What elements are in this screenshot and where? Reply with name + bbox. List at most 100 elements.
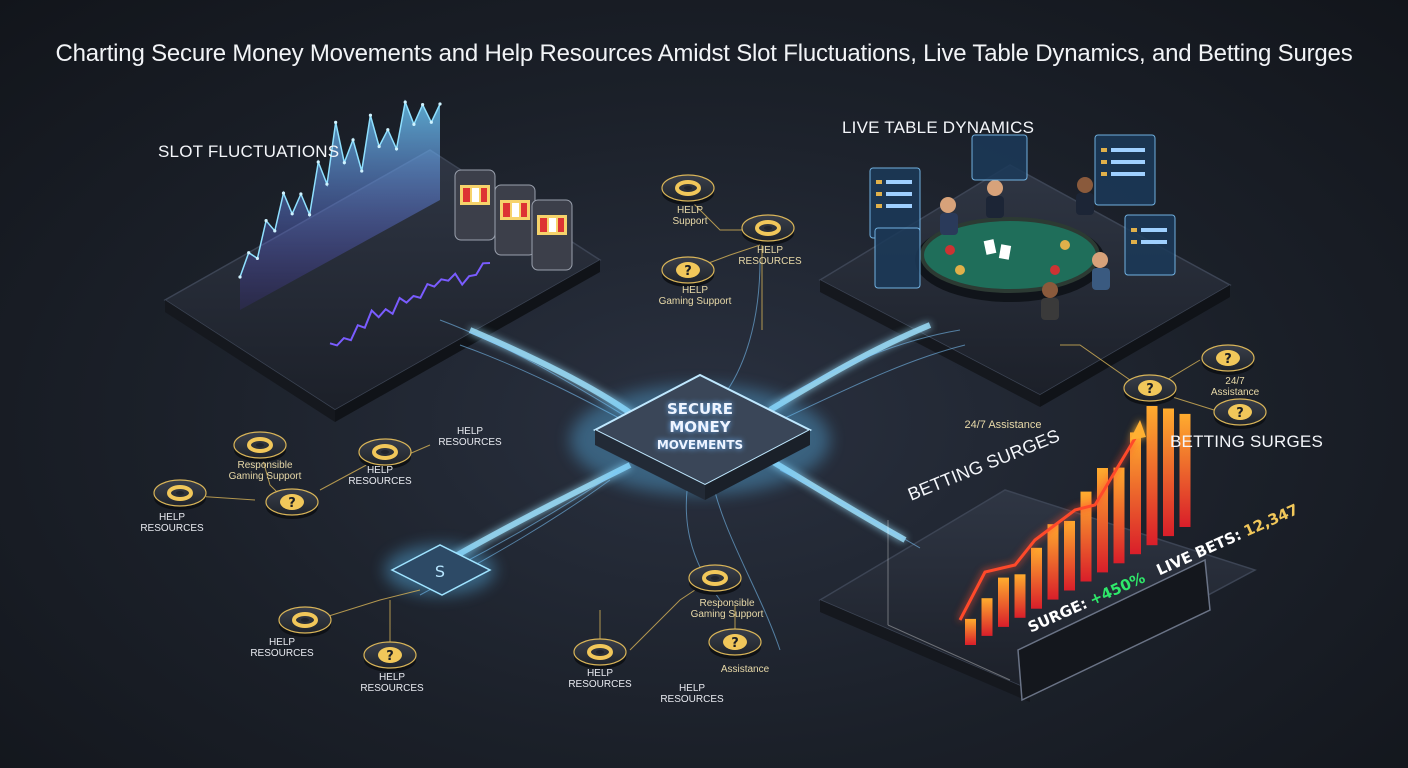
help-label-line: 24/7 [1225,376,1245,387]
bet-bar [998,577,1009,627]
slot-point [403,100,407,104]
hub-chip-edge [595,430,705,500]
slot-area [240,102,440,310]
question-icon: ? [708,628,762,659]
slot-point [316,160,320,164]
slot-point [247,251,251,255]
slot-line-secondary [329,262,491,347]
slot-point [351,138,355,142]
help-label-line: HELP [268,637,296,648]
hub-label: SECURE MONEY MOVEMENTS [640,400,760,454]
slot-point [238,275,242,279]
svg-text:?: ? [731,636,739,651]
bet-bar [1179,413,1191,527]
screen-rows [876,148,1167,244]
fiber-line [719,259,761,401]
floating-screens [869,134,1176,289]
help-label-line: RESOURCES [250,648,314,659]
bet-bar [1113,467,1125,564]
bet-bar [965,618,976,645]
live-screen [971,134,1028,181]
help-label-line: HELP [378,672,406,683]
small-hub-chip [390,544,492,596]
beam-ne [768,322,932,413]
trend-arrow-icon [958,420,1146,621]
help-label-line: Assistance [1210,387,1260,398]
help-label: HELP RESOURCES [132,512,212,534]
slot-point [386,128,390,132]
bet-bar [1097,468,1108,573]
small-hub-glyph: S [435,562,445,581]
question-icon: ? [1123,374,1177,405]
slot-point [281,191,286,195]
help-label-line: HELP [158,512,186,523]
slot-point [438,102,442,106]
section-live-table: LIVE TABLE DYNAMICS [842,118,1035,137]
help-label-line: HELP [456,426,484,437]
help-label-line: RESOURCES [438,437,502,448]
betting-chart [965,406,1191,645]
help-label: Assistance [720,664,770,675]
lifebuoy-icon [233,431,287,462]
help-label-line: HELP [678,683,706,694]
player [940,197,956,213]
question-icon: ? [1201,344,1255,375]
slot-machine-icon [454,169,496,241]
live-platform-edge [820,280,1040,407]
slot-point [299,192,303,196]
slot-point [255,256,259,261]
help-label: HELP Support [655,205,725,227]
fiber-line [709,469,781,651]
help-label: HELP RESOURCES [430,426,510,448]
bet-bar [1130,432,1141,555]
help-label: 24/7 Assistance [1200,376,1270,398]
bet-bar [981,598,993,636]
question-icon: ? [265,488,319,519]
slot-machine-icon [531,199,573,271]
slot-point [360,169,364,173]
poker-table-icon [915,217,1105,302]
help-label-line: HELP [681,285,709,296]
question-icon: ? [1213,398,1267,429]
help-label: HELP Gaming Support [645,285,745,307]
help-label-line: HELP [586,668,614,679]
player [1092,252,1108,268]
question-icon: ? [363,641,417,672]
help-label-line: Responsible [699,598,755,609]
lifebuoy-icon [661,174,715,205]
stats-banner [1017,558,1211,702]
help-nodes: ??????? [153,174,1267,672]
help-label-line: RESOURCES [660,694,724,705]
slot-point [342,161,346,165]
section-betting-surges: BETTING SURGES [1170,432,1323,451]
lifebuoy-icon [278,606,332,637]
slot-point [273,229,277,233]
help-label-line: Gaming Support [658,296,732,307]
help-label-line: Gaming Support [228,471,302,482]
live-screen [874,227,921,289]
help-label: Responsible Gaming Support [672,598,782,620]
slot-point [421,102,425,107]
slot-point [264,219,268,223]
slot-platform-edge-right [335,260,600,422]
help-label-line: RESOURCES [360,683,424,694]
bet-bar [1146,406,1158,546]
slot-point [412,122,416,126]
fiber-line [784,344,966,419]
help-label-line: RESOURCES [568,679,632,690]
lifebuoy-icon [153,479,207,510]
slot-point [368,113,373,117]
live-platform-edge-right [1040,285,1230,407]
slot-line [239,99,441,278]
svg-text:?: ? [1146,382,1154,397]
lifebuoy-icon [688,564,742,595]
help-label-line: RESOURCES [140,523,204,534]
help-label-line: HELP [756,245,784,256]
hub-line: MOVEMENTS [656,438,744,452]
fiber-line [779,469,921,549]
help-label-line: Gaming Support [690,609,764,620]
player-body [1041,298,1059,320]
live-screen [1124,214,1176,276]
player-body [1076,193,1094,215]
